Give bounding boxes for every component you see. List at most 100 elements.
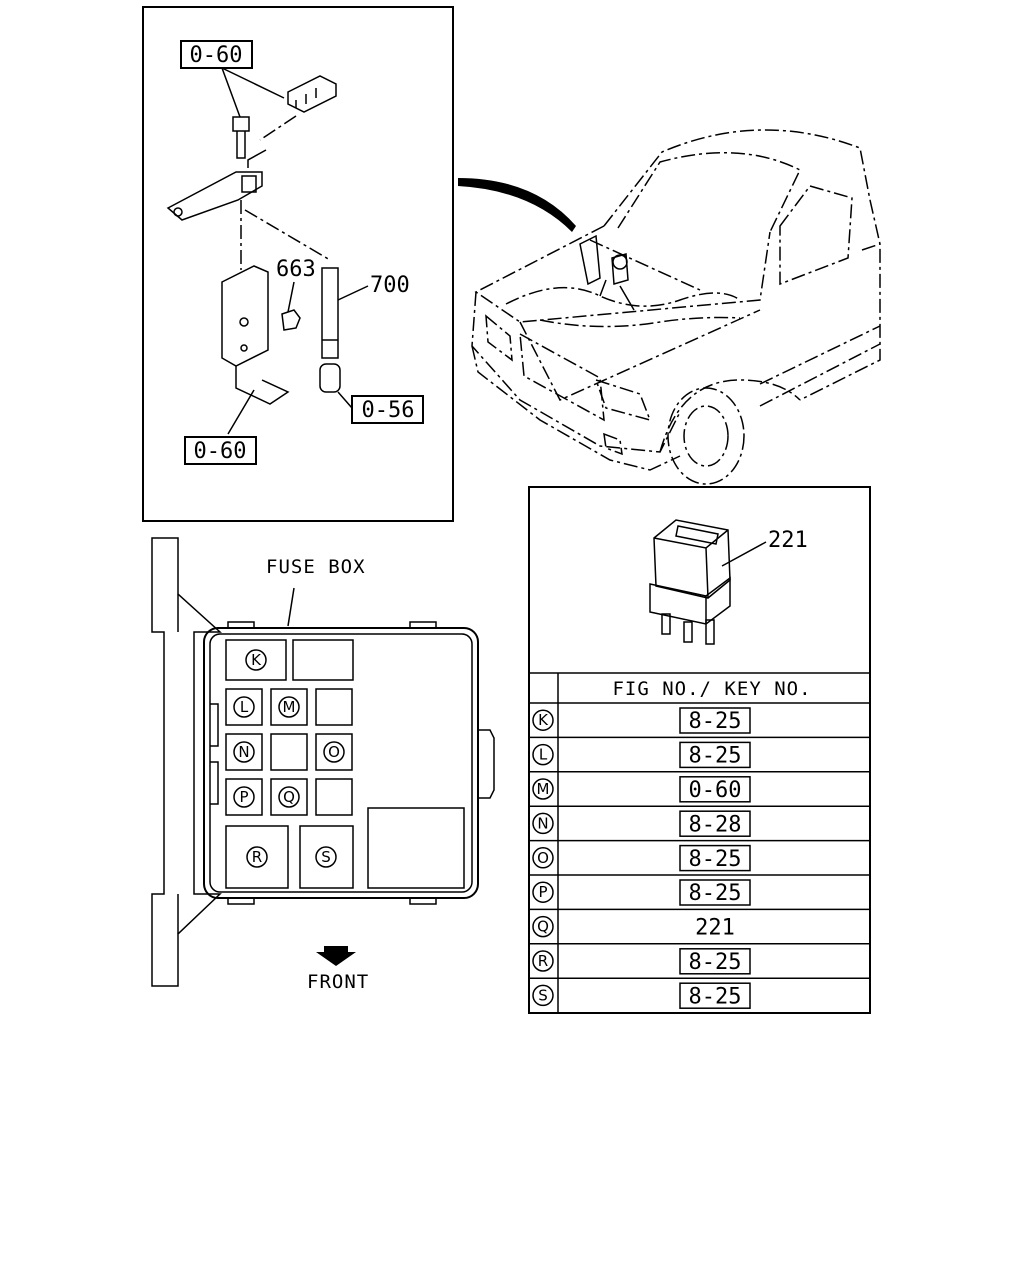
relay-icon [649, 519, 731, 645]
fuse-slot-r [225, 825, 289, 889]
fuse-slot-m [270, 688, 308, 726]
callout-bottom-ref: 0-60 [194, 439, 247, 464]
table-row: S 8-25 [529, 977, 870, 1009]
row-key: L [539, 746, 548, 764]
fuse-slot-l [225, 688, 263, 726]
ref-box [679, 844, 751, 872]
fuse-slot-o [315, 733, 353, 771]
fuse-slot-empty [270, 733, 308, 771]
fuse-box-title: FUSE BOX [266, 556, 366, 578]
fuse-slots [225, 639, 465, 889]
key-circle-icon [323, 741, 345, 763]
callout-056: 0-56 [362, 398, 415, 423]
key-circle-icon [532, 812, 554, 835]
bolt-icon [232, 116, 250, 159]
fuse-slot-p [225, 778, 263, 816]
key-circle-icon [532, 915, 554, 938]
slot-key: M [283, 698, 296, 716]
slot-key: L [240, 698, 249, 716]
row-ref: 8-25 [689, 709, 742, 734]
leader-663 [287, 281, 295, 313]
clip-663-icon [281, 309, 301, 331]
front-label: FRONT [307, 971, 369, 993]
fuse-slot-keys: K L M N O P Q R S [233, 649, 345, 868]
leader-top-ref [221, 67, 285, 118]
table-header: FIG NO./ KEY NO. [612, 678, 811, 700]
key-circle-icon [278, 786, 300, 808]
callout-box-top-ref [180, 40, 253, 69]
front-arrow-icon [316, 946, 356, 966]
row-ref: 8-25 [689, 950, 742, 975]
key-circle-icon [532, 743, 554, 766]
key-circle-icon [315, 846, 337, 868]
fuse-slot-empty [315, 778, 353, 816]
bushing-icon [319, 363, 341, 393]
ref-box [679, 776, 751, 803]
key-circle-icon [246, 846, 268, 868]
row-ref: 8-28 [689, 812, 742, 837]
key-circle-icon [245, 649, 267, 671]
slot-key: P [239, 788, 248, 806]
detail-panel-frame [142, 6, 454, 522]
row-ref: 8-25 [689, 881, 742, 906]
ref-box [679, 879, 751, 906]
key-circle-icon [532, 984, 554, 1007]
fuse-box-diagram: FUSE BOX [151, 537, 495, 993]
callout-box-056 [351, 395, 424, 424]
relay-bracket-icon [221, 265, 290, 405]
leader-700 [337, 285, 369, 301]
key-circle-icon [233, 696, 255, 718]
leader-056 [337, 391, 353, 409]
fuse-slot-empty [367, 807, 465, 889]
relay-table-frame [528, 486, 871, 1014]
row-key: P [538, 883, 547, 901]
key-circle-icon [532, 778, 554, 800]
rod-700-icon [321, 267, 339, 359]
key-circle-icon [532, 950, 554, 972]
ref-box [679, 948, 751, 975]
label-221: 221 [768, 528, 808, 553]
key-circle-icon [532, 709, 554, 731]
callout-box-bottom-ref [184, 436, 257, 465]
table-row: N 8-28 [529, 805, 870, 837]
mount-bracket-icon [166, 149, 267, 221]
slot-key: S [321, 848, 331, 866]
slot-key: R [252, 848, 262, 866]
slot-key: Q [283, 788, 295, 806]
row-ref: 8-25 [689, 744, 742, 769]
leader-bottom-ref [227, 389, 255, 435]
key-circle-icon [233, 786, 255, 808]
slot-key: O [328, 743, 340, 761]
callout-top-ref: 0-60 [190, 43, 243, 68]
key-circle-icon [532, 881, 554, 903]
leader-fuse-box [287, 587, 295, 627]
pointer-arrow-icon [458, 178, 576, 232]
row-key: R [538, 952, 548, 970]
ref-box [679, 810, 751, 837]
row-ref: 8-25 [689, 847, 742, 872]
row-key: S [538, 986, 548, 1004]
row-key: M [537, 780, 550, 798]
ref-box [679, 707, 751, 734]
slot-key: K [251, 651, 262, 669]
fuse-slot-s [299, 825, 354, 889]
table-row: P 8-25 [529, 874, 870, 906]
row-key: N [537, 814, 548, 832]
label-663: 663 [276, 257, 316, 282]
slot-key: N [238, 743, 249, 761]
truck-illustration [458, 129, 881, 485]
key-circle-icon [278, 696, 300, 718]
key-circle-icon [532, 847, 554, 869]
table-row: R 8-25 [529, 943, 870, 975]
engine-bay-detail-icon [579, 234, 635, 311]
fuse-slot-k [225, 639, 287, 681]
fuse-slot-empty [292, 639, 354, 681]
row-ref: 8-25 [689, 984, 742, 1009]
row-key: O [537, 849, 549, 867]
